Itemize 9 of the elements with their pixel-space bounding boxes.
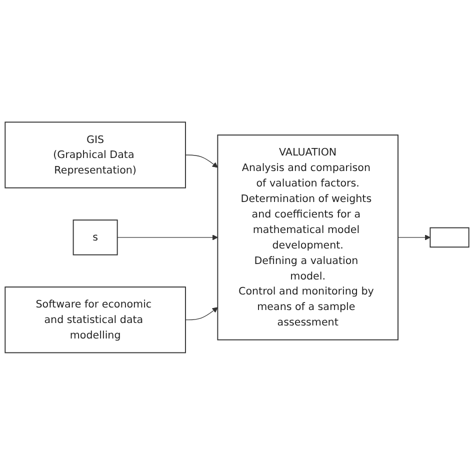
arrow — [185, 306, 218, 320]
arrow — [117, 234, 218, 240]
arrow — [185, 154, 218, 168]
node-box: VALUATION Analysis and comparison of valuation factors. Determination of weights and coefficients for a mathematical model development. Defining a valuation model. Control and monitoring by means of a sample assessment — [217, 134, 398, 340]
node-box: GIS (Graphical Data Representation) — [4, 121, 186, 188]
arrow — [398, 234, 430, 240]
node-box: Software for economic and statistical data modelling — [4, 286, 186, 353]
node-box: s — [72, 219, 118, 255]
node-box — [430, 226, 470, 248]
